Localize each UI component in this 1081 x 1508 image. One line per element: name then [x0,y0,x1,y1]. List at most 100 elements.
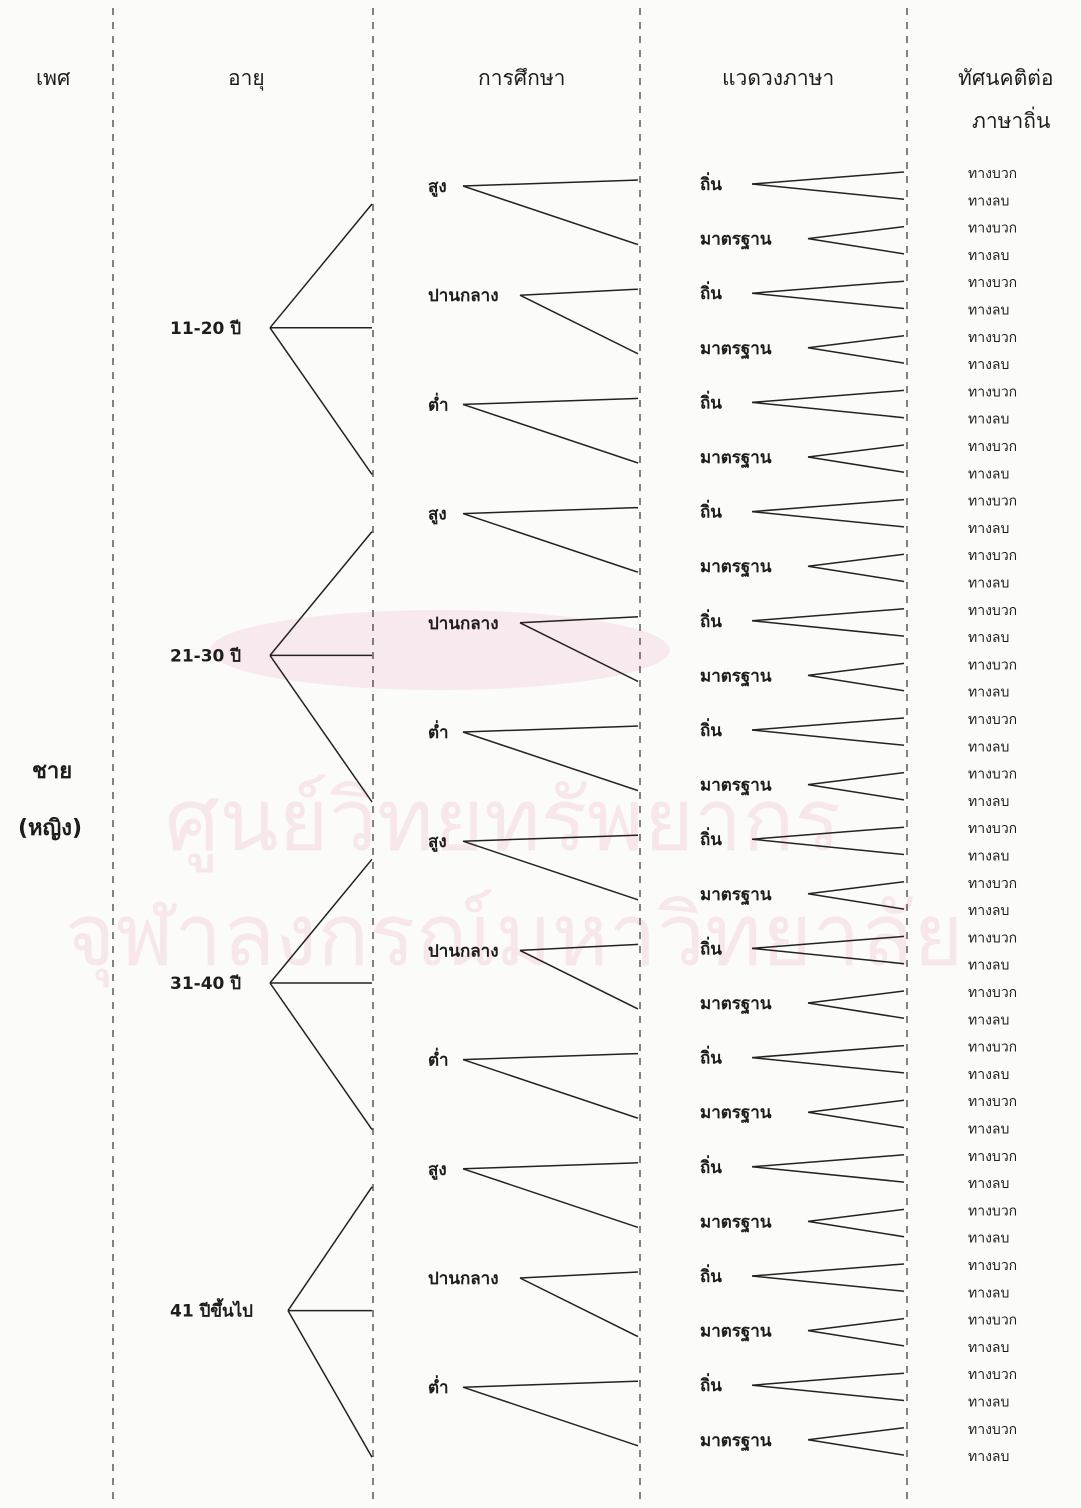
language-circle-label: มาตรฐาน [700,339,772,360]
circle-to-attitude-line [751,935,905,950]
attitude-label: ทางบวก [968,1367,1017,1383]
circle-to-attitude-line [751,510,905,528]
attitude-label: ทางลบ [968,357,1009,373]
circle-to-attitude-line [751,826,905,840]
education-to-circle-line [462,725,639,733]
education-to-circle-line [462,403,639,464]
language-circle-label: ถิ่น [700,1373,722,1396]
circle-to-attitude-line [751,1372,905,1386]
education-to-circle-line [519,616,639,624]
education-label: ต่ำ [428,1048,449,1071]
language-circle-label: มาตรฐาน [700,776,772,797]
circle-to-attitude-line [751,171,905,185]
language-circle-label: ถิ่น [700,172,722,195]
attitude-label: ทางลบ [968,1340,1009,1356]
education-label: ปานกลาง [428,941,499,961]
circle-to-attitude-line [807,1439,905,1456]
language-circle-label: ถิ่น [700,827,722,850]
education-to-circle-line [462,840,639,901]
university-watermark: ศูนย์วิทยทรัพยากร จุฬาลงกรณ์มหาวิทยาลัย [65,610,964,988]
circle-to-attitude-line [751,838,905,856]
attitude-label: ทางลบ [968,630,1009,646]
attitude-label: ทางบวก [968,821,1017,837]
attitude-label: ทางบวก [968,1422,1017,1438]
education-to-circle-line [462,506,639,515]
language-circle-label: มาตรฐาน [700,666,772,687]
circle-to-attitude-line [751,498,905,513]
language-circle-label: มาตรฐาน [700,1103,772,1124]
attitude-label: ทางลบ [968,1012,1009,1028]
attitude-label: ทางบวก [968,494,1017,510]
attitude-label: ทางบวก [968,275,1017,291]
education-to-circle-line [462,512,639,573]
attitude-label: ทางลบ [968,193,1009,209]
attitude-label: ทางลบ [968,576,1009,592]
branch-labels: สูงถิ่นทางบวกทางลบมาตรฐานทางบวกทางลบปานก… [170,166,1017,1465]
attitude-label: ทางบวก [968,930,1017,946]
circle-to-attitude-line [751,1056,905,1074]
header-attitude-line2: ภาษาถิ่น [972,106,1050,133]
education-to-circle-line [462,834,639,842]
circle-to-attitude-line [751,183,905,201]
attitude-label: ทางลบ [968,794,1009,810]
watermark-line-1: ศูนย์วิทยทรัพยากร [165,771,841,873]
circle-to-attitude-line [807,225,905,240]
circle-to-attitude-line [751,1044,905,1059]
education-to-circle-line [462,1162,639,1170]
education-to-circle-line [519,622,639,683]
watermark-line-2: จุฬาลงกรณ์มหาวิทยาลัย [65,886,964,988]
attitude-label: ทางบวก [968,1040,1017,1056]
age-to-education-line [269,203,373,329]
attitude-label: ทางลบ [968,248,1009,264]
education-label: ต่ำ [428,1375,449,1398]
education-to-circle-line [519,288,639,296]
attitude-label: ทางบวก [968,384,1017,400]
language-circle-label: มาตรฐาน [700,557,772,578]
attitude-label: ทางลบ [968,1395,1009,1411]
attitude-label: ทางลบ [968,521,1009,537]
language-circle-label: ถิ่น [700,1264,722,1287]
circle-to-attitude-line [807,1220,905,1238]
circle-to-attitude-line [807,771,905,786]
circle-to-attitude-line [807,1002,905,1020]
age-label: 41 ปีขึ้นไป [170,1298,253,1322]
age-label: 21-30 ปี [170,645,241,666]
header-education: การศึกษา [478,66,565,90]
attitude-label: ทางลบ [968,1285,1009,1301]
circle-to-attitude-line [807,335,905,349]
education-to-circle-line [519,943,639,952]
education-label: ปานกลาง [428,1269,499,1289]
education-to-circle-line [462,1052,639,1061]
attitude-label: ทางบวก [968,1149,1017,1165]
age-to-education-line [269,858,373,984]
attitude-label: ทางลบ [968,849,1009,865]
circle-to-attitude-line [751,280,905,294]
age-to-education-line [269,982,373,1131]
education-to-circle-line [462,1380,639,1388]
education-label: ปานกลาง [428,614,499,634]
circle-to-attitude-line [751,620,905,637]
language-circle-label: มาตรฐาน [700,1322,772,1343]
header-attitude-line1: ทัศนคติต่อ [958,66,1053,90]
attitude-label: ทางบวก [968,1313,1017,1329]
circle-to-attitude-line [807,553,905,567]
circle-to-attitude-line [751,1154,905,1168]
attitude-label: ทางลบ [968,685,1009,701]
age-to-education-line [287,1186,373,1312]
education-label: สูง [428,832,447,853]
header-age: อายุ [228,66,265,91]
circle-to-attitude-line [807,783,905,801]
sex-label-male: ชาย [32,759,72,784]
attitude-label: ทางบวก [968,657,1017,673]
education-to-circle-line [519,949,639,1010]
circle-to-attitude-line [807,1099,905,1113]
circle-to-attitude-line [751,717,905,731]
circle-to-attitude-line [751,401,905,419]
education-to-circle-line [519,294,639,355]
attitude-label: ทางบวก [968,166,1017,182]
language-circle-label: มาตรฐาน [700,230,772,251]
circle-to-attitude-line [807,1208,905,1223]
language-circle-label: มาตรฐาน [700,448,772,469]
